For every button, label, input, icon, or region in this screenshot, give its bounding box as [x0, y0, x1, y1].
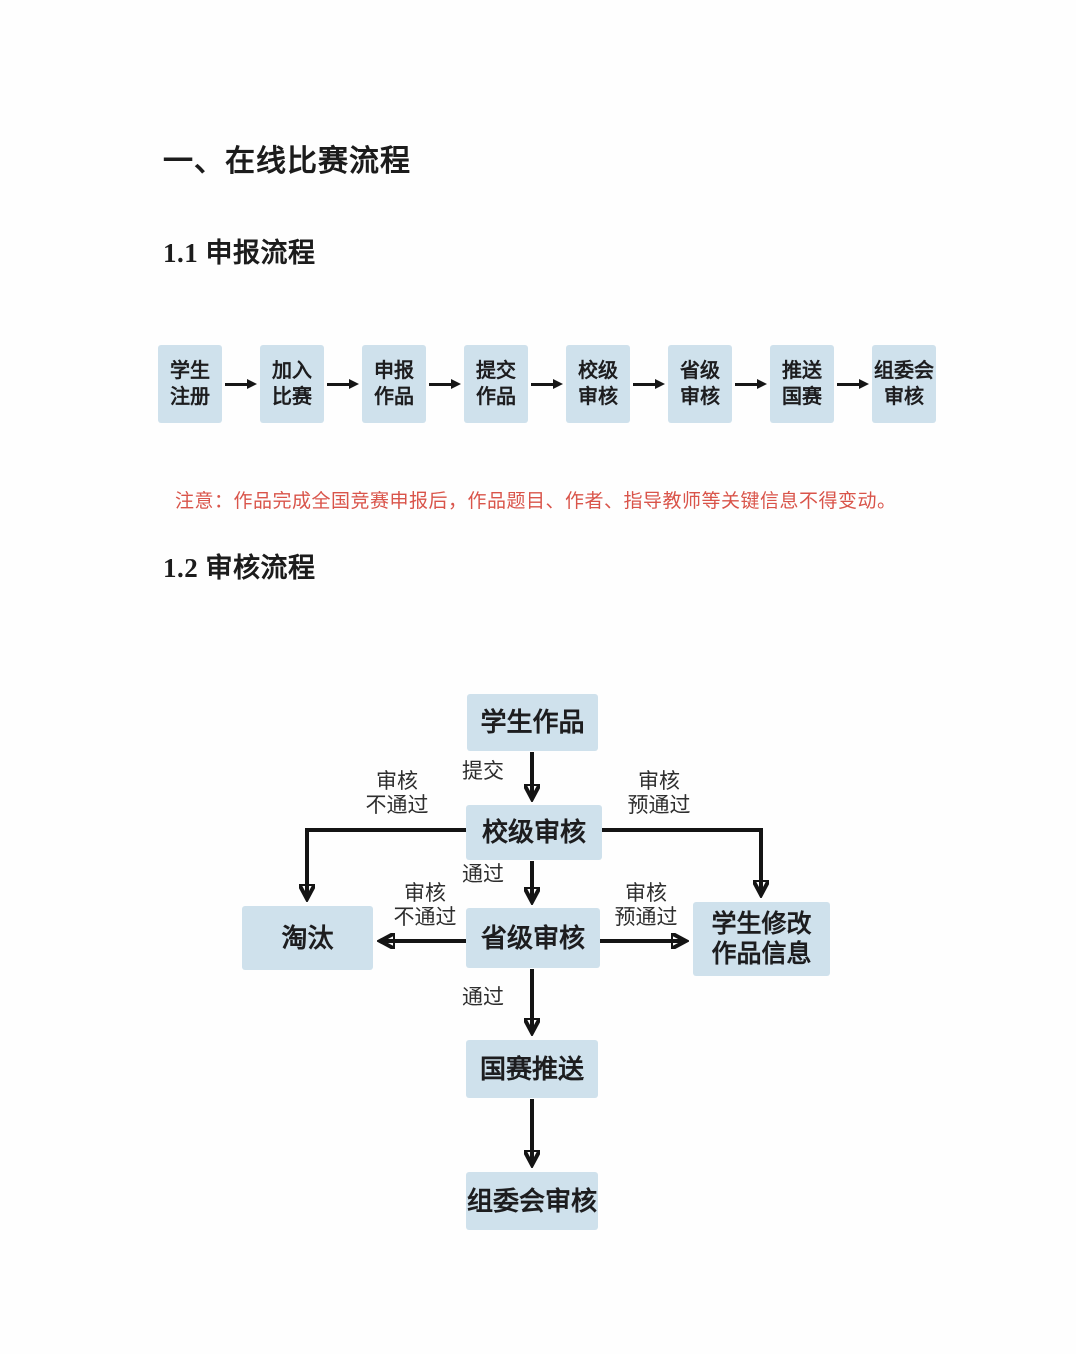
arrow-right-icon [528, 345, 566, 423]
node-eliminated: 淘汰 [242, 906, 373, 970]
edge-label-provincial-prepass: 审核 预通过 [614, 882, 678, 929]
arrow-right-icon [834, 345, 872, 423]
flow-step-student-register: 学生 注册 [158, 345, 222, 423]
flow-step-school-review: 校级 审核 [566, 345, 630, 423]
subsection-1-2-title: 1.2 审核流程 [163, 553, 316, 583]
node-committee-review: 组委会审核 [466, 1172, 598, 1230]
application-flowchart: 学生 注册 加入 比赛 申报 作品 提交 作品 校级 审核 省级 审核 推送 国… [158, 345, 936, 423]
flow-step-provincial-review: 省级 审核 [668, 345, 732, 423]
review-flowchart: 学生作品 校级审核 省级审核 淘汰 学生修改 作品信息 国赛推送 组委会审核 提… [0, 660, 1076, 1260]
edge-label-provincial-fail: 审核 不通过 [393, 882, 457, 929]
edge-label-school-pass: 通过 [462, 863, 504, 886]
arrow-right-icon [324, 345, 362, 423]
flow-step-declare-work: 申报 作品 [362, 345, 426, 423]
arrow-school-fail-elbow-icon [307, 828, 466, 898]
arrow-right-icon [732, 345, 770, 423]
flow-step-submit-work: 提交 作品 [464, 345, 528, 423]
edge-label-school-fail: 审核 不通过 [365, 770, 429, 817]
arrow-right-icon [222, 345, 260, 423]
section-title: 一、在线比赛流程 [163, 145, 411, 178]
node-national-push: 国赛推送 [466, 1040, 598, 1098]
edge-label-school-prepass: 审核 预通过 [627, 770, 691, 817]
flow-step-push-national: 推送 国赛 [770, 345, 834, 423]
subsection-1-1-title: 1.1 申报流程 [163, 238, 316, 268]
edge-label-submit: 提交 [462, 760, 504, 783]
flow-step-join-competition: 加入 比赛 [260, 345, 324, 423]
flow-step-committee-review: 组委会 审核 [872, 345, 936, 423]
flow-connectors [0, 752, 1076, 1260]
arrow-right-icon [426, 345, 464, 423]
node-student-modify: 学生修改 作品信息 [693, 902, 830, 976]
node-student-work: 学生作品 [467, 694, 598, 751]
arrow-school-prepass-elbow-icon [602, 828, 761, 894]
warning-note: 注意：作品完成全国竞赛申报后，作品题目、作者、指导教师等关键信息不得变动。 [175, 491, 897, 512]
node-school-review: 校级审核 [466, 805, 602, 860]
node-provincial-review: 省级审核 [466, 908, 600, 968]
edge-label-provincial-pass: 通过 [462, 986, 504, 1009]
arrow-right-icon [630, 345, 668, 423]
